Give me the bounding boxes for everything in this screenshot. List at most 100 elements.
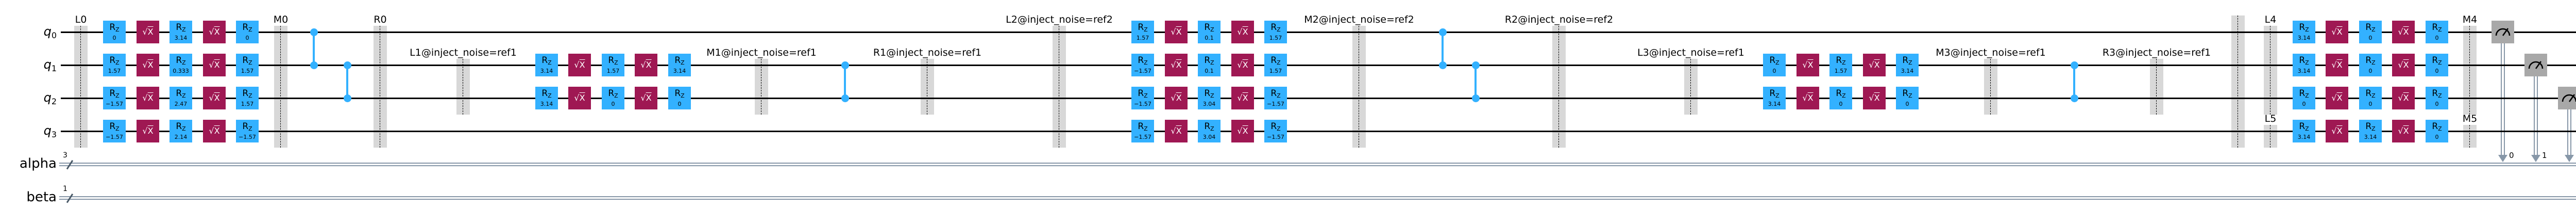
barrier-band-R3	[2150, 59, 2163, 115]
sqrt-x-gate: √X	[1231, 120, 1254, 142]
measure-bit-index: 0	[2509, 151, 2514, 160]
measure-arrowhead-icon	[2531, 155, 2540, 162]
creg-wire-beta	[59, 196, 2576, 200]
qubit-wire-q2	[61, 97, 2576, 99]
cz-control-dot	[2070, 61, 2078, 69]
qubit-label-q0: q0	[43, 24, 57, 40]
rz-gate: RZ−1.57	[103, 87, 126, 109]
sqrt-x-gate: √X	[1231, 54, 1254, 76]
cz-control-dot	[1438, 61, 1447, 69]
sqrt-x-gate: √X	[137, 120, 159, 142]
barrier-band-L1	[456, 59, 470, 115]
cz-control-dot	[343, 61, 351, 69]
sqrt-x-gate: √X	[2326, 54, 2348, 76]
barrier-label-R1: R1@inject_noise=ref1	[873, 47, 982, 58]
cz-gate-line	[843, 65, 846, 98]
barrier-band-M1	[755, 59, 768, 115]
sqrt-x-gate: √X	[203, 54, 226, 76]
barrier-label-M3: M3@inject_noise=ref1	[1936, 47, 2046, 58]
sqrt-x-gate: √X	[1863, 54, 1886, 76]
creg-label-alpha: alpha	[19, 156, 57, 171]
sqrt-x-gate: √X	[568, 54, 591, 76]
sqrt-x-gate: √X	[2392, 21, 2415, 43]
barrier-band-R2	[1552, 26, 1566, 148]
barrier-band-R1	[921, 59, 934, 115]
creg-size-beta: 1	[63, 185, 67, 193]
cz-gate-line	[2073, 65, 2076, 98]
sqrt-x-gate: √X	[568, 87, 591, 109]
measure-gate	[2492, 21, 2514, 43]
barrier-band-L0	[74, 26, 88, 148]
barrier-label-L0: L0	[75, 14, 87, 25]
barrier-label-L3: L3@inject_noise=ref1	[1637, 47, 1744, 58]
sqrt-x-gate: √X	[203, 120, 226, 142]
measure-arrowhead-icon	[2565, 155, 2574, 162]
barrier-dash-line-L3	[1690, 59, 1691, 115]
barrier-band-M4	[2463, 26, 2477, 115]
measure-arrow	[2501, 43, 2505, 155]
qubit-label-q2: q2	[43, 90, 57, 106]
cz-control-dot	[841, 94, 849, 102]
sqrt-x-gate: √X	[2392, 54, 2415, 76]
cz-control-dot	[343, 94, 351, 102]
barrier-label-R3: R3@inject_noise=ref1	[2102, 47, 2211, 58]
cz-control-dot	[1438, 28, 1447, 36]
creg-size-alpha: 3	[63, 151, 67, 160]
cz-gate-line	[1441, 32, 1444, 65]
sqrt-x-gate: √X	[1231, 87, 1254, 109]
sqrt-x-gate: √X	[203, 21, 226, 43]
measure-meter-icon	[2495, 28, 2511, 36]
measure-gate	[2524, 54, 2547, 76]
measure-bit-index: 1	[2542, 151, 2547, 160]
sqrt-x-gate: √X	[1165, 87, 1188, 109]
sqrt-x-gate: √X	[1165, 54, 1188, 76]
barrier-label-R0: R0	[374, 14, 387, 25]
sqrt-x-gate: √X	[1165, 120, 1188, 142]
sqrt-x-gate: √X	[2326, 120, 2348, 142]
sqrt-x-gate: √X	[2392, 87, 2415, 109]
measure-arrow	[2567, 109, 2571, 155]
barrier-band-M5	[2463, 125, 2477, 148]
barrier-band-R0	[374, 26, 387, 148]
barrier-dash-line-M0	[280, 26, 281, 148]
cz-control-dot	[2070, 94, 2078, 102]
sqrt-x-gate: √X	[2392, 120, 2415, 142]
barrier-label-R2: R2@inject_noise=ref2	[1504, 14, 1614, 25]
cz-gate-line	[1474, 65, 1477, 98]
barrier-band-unlabeled	[2231, 15, 2245, 148]
creg-label-beta: beta	[26, 189, 57, 205]
sqrt-x-gate: √X	[137, 87, 159, 109]
barrier-label-M5: M5	[2462, 113, 2478, 124]
barrier-dash-line-R2	[1558, 26, 1559, 148]
barrier-label-M2: M2@inject_noise=ref2	[1304, 14, 1414, 25]
cz-gate-line	[346, 65, 349, 98]
qubit-label-q3: q3	[43, 123, 57, 139]
sqrt-x-gate: √X	[635, 54, 657, 76]
rz-gate: RZ−1.57	[1131, 87, 1154, 109]
